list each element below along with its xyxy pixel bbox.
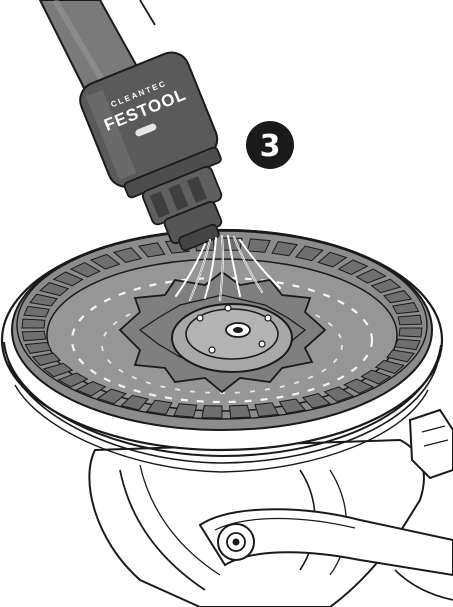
side-bracket	[408, 408, 453, 480]
lattice-cell	[201, 405, 223, 419]
lattice-cell	[398, 327, 423, 338]
lattice-cell	[246, 238, 271, 253]
lattice-cell	[301, 393, 332, 409]
lattice-cell	[52, 271, 84, 287]
lattice-cell	[137, 242, 166, 258]
lattice-cell	[317, 251, 348, 268]
center-hub	[171, 303, 293, 373]
step-number: 3	[260, 129, 281, 164]
lattice-cell	[96, 388, 127, 405]
lattice-cell	[75, 381, 107, 397]
lattice-cell	[382, 290, 413, 304]
lattice-cell	[173, 403, 198, 418]
pivot-bolt	[217, 523, 255, 561]
lattice-cell	[21, 330, 47, 342]
lattice-cell	[392, 302, 420, 315]
lattice-cell	[23, 305, 50, 318]
lattice-cell	[323, 386, 355, 403]
lattice-cell	[21, 318, 46, 329]
lattice-cell	[29, 293, 58, 307]
lattice-cell	[370, 278, 402, 294]
lattice-cell	[69, 262, 101, 278]
lattice-cell	[355, 268, 387, 284]
lattice-cell	[394, 338, 421, 351]
lattice-cell	[278, 398, 307, 414]
lattice-cell	[360, 369, 392, 385]
lattice-cell	[294, 245, 324, 262]
lattice-cell	[337, 259, 369, 275]
lattice-cell	[112, 247, 143, 263]
lattice-cell	[145, 399, 173, 415]
lattice-cell	[120, 394, 150, 411]
lattice-cell	[397, 314, 423, 326]
pad-lattice	[21, 237, 423, 419]
lattice-cell	[254, 402, 280, 418]
lattice-cell	[89, 253, 121, 270]
lattice-cell	[271, 241, 299, 257]
nozzle-slot	[135, 123, 157, 137]
lattice-cell	[24, 341, 52, 354]
lattice-cell	[42, 362, 74, 378]
lattice-cell	[39, 282, 70, 297]
air-stream-outline	[189, 235, 263, 301]
lattice-cell	[386, 349, 415, 363]
step-badge: 3	[246, 121, 294, 169]
lattice-cell	[343, 378, 375, 394]
lever-arm	[198, 508, 453, 601]
lattice-cell	[57, 372, 89, 388]
lattice-cell	[31, 352, 62, 366]
lattice-cell	[229, 404, 252, 419]
lattice-cell	[374, 359, 405, 374]
cleaning-nozzle: FESTOOL CLEANTEC	[79, 51, 223, 251]
